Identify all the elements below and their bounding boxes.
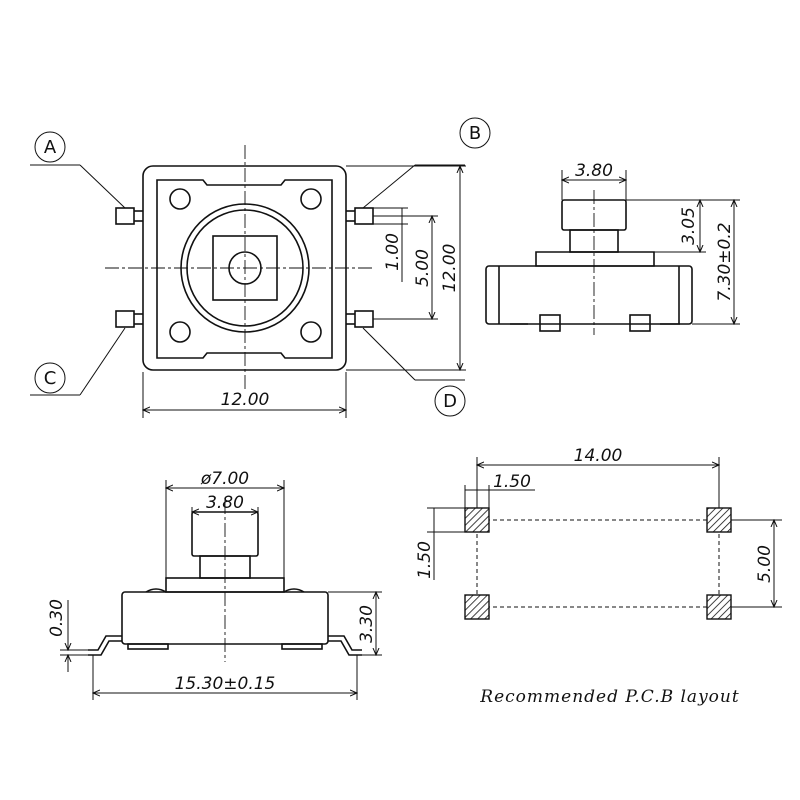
pcb-layout: 14.00 1.50 1.50 5.00 Recommended P.C.B l… (415, 446, 782, 707)
top-height-dim: 12.00 (440, 244, 460, 293)
top-view: A B C D 12.00 12.00 5.00 1 (30, 117, 491, 418)
pcb-pad (706, 507, 732, 533)
pcb-pad (706, 594, 732, 620)
label-c-text: C (44, 368, 57, 389)
pcb-pad (464, 594, 490, 620)
front-stem-width-dim: 3.80 (206, 493, 244, 513)
pcb-pad-size-x-dim: 1.50 (493, 472, 531, 492)
pcb-caption: Recommended P.C.B layout (479, 687, 739, 707)
label-c: C (34, 362, 66, 394)
side-view: 3.80 3.05 7.30±0.2 (485, 161, 740, 335)
label-d: D (434, 385, 466, 417)
top-pin-width-dim: 1.00 (383, 233, 403, 271)
front-view: ø7.00 3.80 0.30 3.30 15.30±0.15 (47, 469, 382, 700)
label-a-text: A (44, 137, 57, 158)
front-overall-width-dim: 15.30±0.15 (175, 674, 276, 694)
front-cap-dia-dim: ø7.00 (200, 469, 249, 489)
label-a: A (34, 131, 66, 163)
front-body-height-dim: 3.30 (357, 605, 377, 643)
pcb-pitch-y-dim: 5.00 (755, 545, 775, 583)
label-b-text: B (469, 123, 481, 144)
top-width-dim: 12.00 (221, 390, 270, 410)
label-b: B (459, 117, 491, 149)
front-lead-thickness-dim: 0.30 (47, 599, 67, 637)
top-pin-pitch-dim: 5.00 (413, 249, 433, 287)
side-total-height-dim: 7.30±0.2 (715, 222, 735, 301)
side-stem-width-dim: 3.80 (575, 161, 613, 181)
pcb-pad-size-y-dim: 1.50 (415, 541, 435, 579)
pcb-pad (464, 507, 490, 533)
pcb-pitch-x-dim: 14.00 (574, 446, 623, 466)
label-d-text: D (443, 391, 457, 412)
side-stem-height-dim: 3.05 (679, 207, 699, 245)
